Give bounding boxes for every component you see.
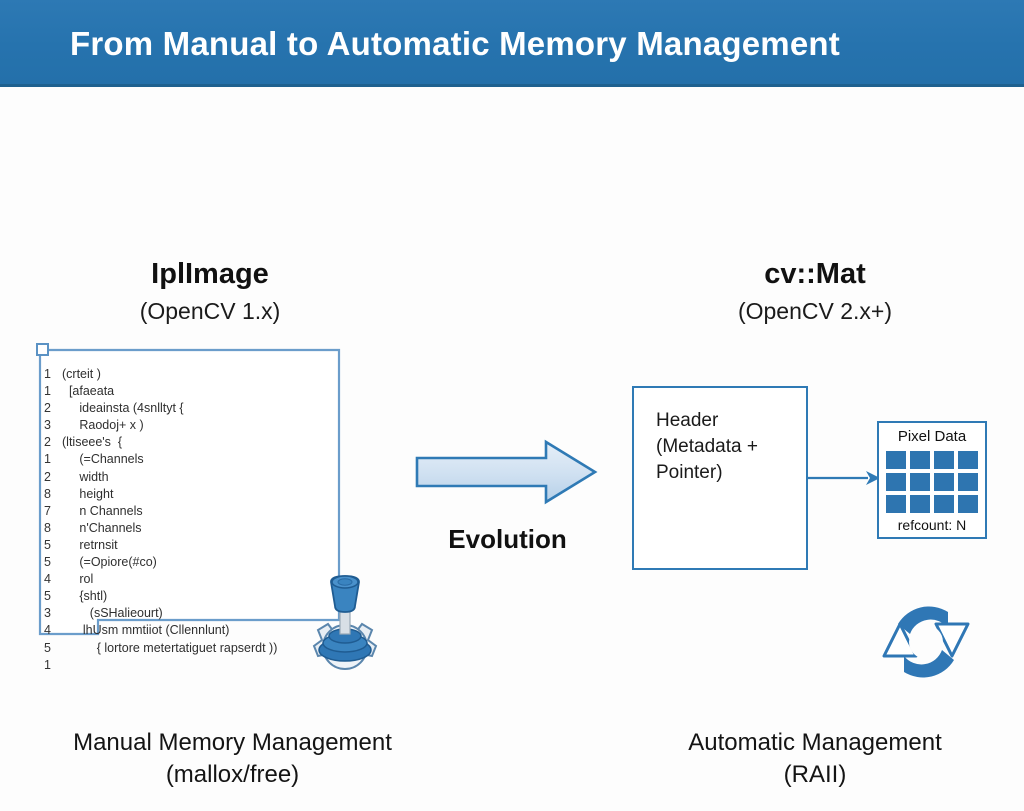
- header-to-pixel-arrow-icon: [806, 471, 880, 485]
- code-frame-outline: [38, 348, 341, 636]
- code-line-number: 5: [44, 640, 51, 655]
- code-line: 5 retrnsit: [44, 537, 277, 554]
- mat-header-box-text: Header (Metadata + Pointer): [656, 410, 758, 483]
- pixel-refcount-label: refcount: N: [897, 517, 967, 533]
- pixel-cell: [886, 495, 906, 513]
- right-column-title: cv::Mat: [764, 258, 866, 290]
- code-line-number: 5: [44, 555, 51, 570]
- recycle-arrows-icon: [882, 606, 970, 678]
- pixel-data-box: Pixel Data refcount: N: [877, 421, 987, 539]
- mat-header-box: Header (Metadata + Pointer): [632, 386, 808, 570]
- code-line-number: 5: [44, 537, 51, 552]
- code-line-number: 3: [44, 606, 51, 621]
- pixel-data-title: Pixel Data: [897, 428, 967, 445]
- code-line-number: 2: [44, 469, 51, 484]
- code-line-text: width: [62, 469, 109, 484]
- code-line-number: 8: [44, 520, 51, 535]
- code-line-number: 4: [44, 623, 51, 638]
- code-line: 8 height: [44, 486, 277, 503]
- code-line-text: n'Channels: [62, 520, 142, 535]
- code-line: 4 rol: [44, 571, 277, 588]
- code-line: 8 n'Channels: [44, 520, 277, 537]
- code-line: 5 {shtl): [44, 588, 277, 605]
- pixel-cell: [886, 473, 906, 491]
- pixel-cell: [886, 451, 906, 469]
- code-line-number: 2: [44, 401, 51, 416]
- code-line-text: Raodoj+ x ): [62, 418, 144, 433]
- code-line: 2 ideainsta (4snlltyt {: [44, 400, 277, 417]
- code-line: 1 [afaeata: [44, 383, 277, 400]
- left-column-title: IplImage: [151, 258, 269, 290]
- right-column-caption: Automatic Management (RAII): [615, 727, 1015, 791]
- joystick-gear-icon: [312, 575, 378, 670]
- left-caption-line2: (mallox/free): [165, 761, 300, 788]
- code-line: 3 (sSHalieourt): [44, 605, 277, 622]
- evolution-label: Evolution: [448, 524, 567, 554]
- code-line-text: (=Channels: [62, 452, 144, 467]
- code-line-number: 2: [44, 435, 51, 450]
- left-column-caption: Manual Memory Management (mallox/free): [25, 727, 440, 791]
- code-line: 7 n Channels: [44, 503, 277, 520]
- code-line: 3 Raodoj+ x ): [44, 417, 277, 434]
- code-line-number: 4: [44, 572, 51, 587]
- code-line-text: (sSHalieourt): [62, 606, 163, 621]
- code-line: 5 (=Opiore(#co): [44, 554, 277, 571]
- page-title: From Manual to Automatic Memory Manageme…: [70, 25, 840, 62]
- code-line-text: ideainsta (4snlltyt {: [62, 401, 184, 416]
- code-line-text: (=Opiore(#co): [62, 555, 157, 570]
- pixel-cell: [934, 451, 954, 469]
- pixel-data-grid: [886, 451, 981, 513]
- code-line: 1 (=Channels: [44, 451, 277, 468]
- code-line: 1: [44, 657, 277, 674]
- code-line-number: 8: [44, 486, 51, 501]
- code-frame-corner-handle: [36, 343, 49, 356]
- code-line-text: (crteit ): [62, 367, 101, 381]
- code-line-number: 1: [44, 367, 51, 381]
- code-line: 5 { lortore metertatiguet rapserdt )): [44, 640, 277, 657]
- pixel-cell: [958, 473, 978, 491]
- code-line-number: 1: [44, 657, 51, 672]
- code-line-number: 7: [44, 503, 51, 518]
- code-line-number: 1: [44, 452, 51, 467]
- code-line-number: 3: [44, 418, 51, 433]
- code-line: 4 lhUsm mmtiiot (Cllennlunt): [44, 622, 277, 639]
- code-line-text: retrnsit: [62, 537, 118, 552]
- code-line-text: rol: [62, 572, 94, 587]
- right-caption-line1: Automatic Management: [688, 729, 942, 756]
- code-line-text: lhUsm mmtiiot (Cllennlunt): [62, 623, 230, 638]
- pixel-cell: [958, 495, 978, 513]
- code-line-text: {shtl): [62, 589, 108, 604]
- left-caption-line1: Manual Memory Management: [73, 729, 392, 756]
- code-line-text: height: [62, 486, 114, 501]
- code-line-text: { lortore metertatiguet rapserdt )): [62, 640, 278, 655]
- pixel-cell: [910, 495, 930, 513]
- left-column-subtitle: (OpenCV 1.x): [139, 298, 281, 324]
- pixel-cell: [910, 473, 930, 491]
- header-banner: [0, 0, 1024, 87]
- code-line-number: 1: [44, 384, 51, 399]
- code-line: 1 (crteit ): [44, 366, 277, 383]
- right-column-subtitle: (OpenCV 2.x+): [737, 298, 893, 324]
- pixel-cell: [934, 473, 954, 491]
- code-line-text: [afaeata: [62, 384, 115, 399]
- pixel-cell: [910, 451, 930, 469]
- code-line-number: 5: [44, 589, 51, 604]
- pixel-cell: [934, 495, 954, 513]
- right-caption-line2: (RAII): [783, 761, 847, 788]
- pixel-cell: [958, 451, 978, 469]
- code-line: 2 (ltiseee's {: [44, 434, 277, 451]
- code-line: 2 width: [44, 469, 277, 486]
- evolution-arrow-icon: [415, 439, 598, 505]
- code-line-text: (ltiseee's {: [62, 435, 123, 450]
- code-line-text: n Channels: [62, 503, 143, 518]
